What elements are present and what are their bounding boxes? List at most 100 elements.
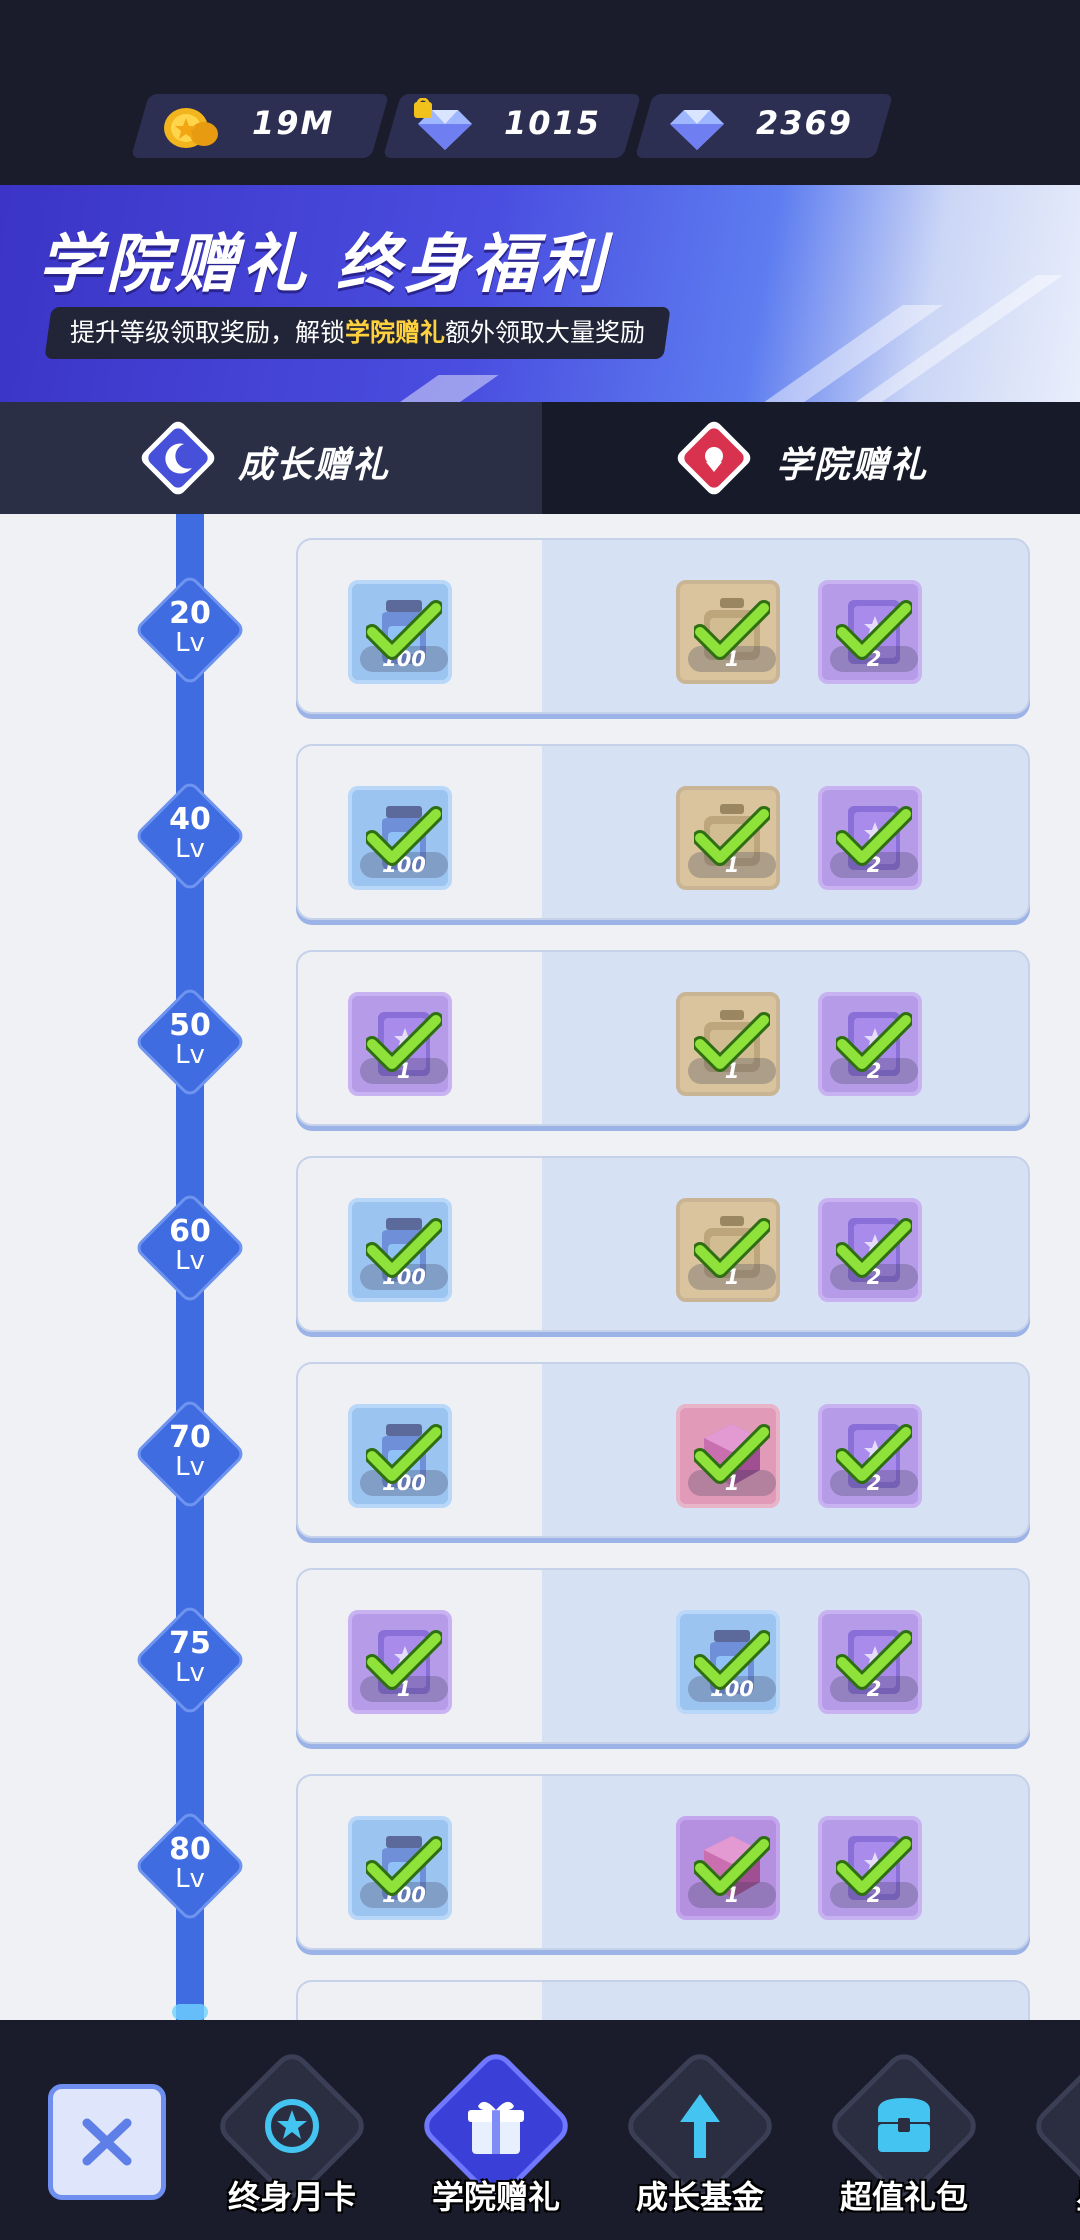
level-unit: Lv — [175, 1246, 205, 1276]
level-number: 50 — [169, 1008, 211, 1043]
arrow-up-icon — [680, 2094, 720, 2158]
reward-item-book[interactable]: 2 — [818, 1610, 922, 1714]
nav-item[interactable]: 星簇 — [1010, 2046, 1080, 2230]
currency-gold[interactable]: 19M — [130, 94, 390, 158]
level-unit: Lv — [175, 1452, 205, 1482]
reward-item-potion[interactable]: 100 — [348, 1198, 452, 1302]
banner-title: 学院赠礼 终身福利 — [38, 228, 609, 302]
close-icon — [82, 2118, 132, 2166]
reward-item-book[interactable]: 2 — [818, 1198, 922, 1302]
gift-tabs: 成长赠礼 学院赠礼 — [0, 402, 1080, 514]
nav-item-label: 超值礼包 — [839, 2178, 968, 2216]
reward-item-chest[interactable]: 1 — [676, 580, 780, 684]
level-unit: Lv — [175, 1658, 205, 1688]
reward-item-chest[interactable]: 1 — [676, 992, 780, 1096]
check-icon — [366, 1012, 442, 1072]
check-icon — [366, 600, 442, 660]
banner-subtitle-text: 提升等级领取奖励，解锁 — [70, 318, 346, 347]
reward-item-book[interactable]: 2 — [818, 1816, 922, 1920]
check-icon — [836, 1424, 912, 1484]
check-icon — [694, 600, 770, 660]
reward-item-book[interactable]: 1 — [348, 992, 452, 1096]
level-unit: Lv — [175, 1040, 205, 1070]
check-icon — [694, 1012, 770, 1072]
nav-item[interactable]: 学院赠礼 — [398, 2046, 588, 2230]
reward-item-book[interactable]: 2 — [818, 992, 922, 1096]
banner-decoration — [381, 375, 499, 402]
currency-bar: 19M 1015 236 — [0, 0, 1080, 185]
nav-item[interactable]: 超值礼包 — [806, 2046, 996, 2230]
level-number: 60 — [169, 1214, 211, 1249]
reward-item-cube[interactable]: 1 — [676, 1816, 780, 1920]
check-icon — [836, 1012, 912, 1072]
check-icon — [694, 1424, 770, 1484]
check-icon — [694, 806, 770, 866]
reward-row-partial — [0, 1962, 1080, 2020]
moon-icon — [141, 421, 215, 495]
tab-academy-gift[interactable]: 学院赠礼 — [542, 402, 1080, 514]
check-icon — [836, 1836, 912, 1896]
check-icon — [694, 1218, 770, 1278]
check-icon — [836, 1218, 912, 1278]
reward-item-potion[interactable]: 100 — [348, 1816, 452, 1920]
tab-growth-gift[interactable]: 成长赠礼 — [0, 402, 542, 514]
check-icon — [366, 1218, 442, 1278]
level-number: 40 — [169, 802, 211, 837]
reward-item-potion[interactable]: 100 — [348, 580, 452, 684]
banner-subtitle-text-end: 额外领取大量奖励 — [445, 318, 646, 347]
star-badge-icon — [265, 2099, 319, 2153]
nav-item[interactable]: 成长基金 — [602, 2046, 792, 2230]
tab-growth-label: 成长赠礼 — [238, 445, 391, 486]
check-icon — [366, 1836, 442, 1896]
gold-coin-icon — [164, 108, 218, 148]
nav-item[interactable]: 终身月卡 — [194, 2046, 384, 2230]
level-number: 75 — [169, 1626, 211, 1661]
reward-item-cube[interactable]: 1 — [676, 1404, 780, 1508]
reward-item-chest[interactable]: 1 — [676, 1198, 780, 1302]
reward-item-chest[interactable]: 1 — [676, 786, 780, 890]
check-icon — [694, 1836, 770, 1896]
check-icon — [836, 600, 912, 660]
check-icon — [836, 806, 912, 866]
reward-item-book[interactable]: 2 — [818, 786, 922, 890]
level-number: 70 — [169, 1420, 211, 1455]
reward-item-book[interactable]: 2 — [818, 580, 922, 684]
reward-item-book[interactable]: 2 — [818, 1404, 922, 1508]
level-track-progress — [172, 2004, 208, 2020]
currency-diamond[interactable]: 2369 — [634, 94, 894, 158]
star-cluster-icon — [1070, 2088, 1080, 2164]
level-unit: Lv — [175, 628, 205, 658]
reward-item-potion[interactable]: 100 — [676, 1610, 780, 1714]
reward-item-book[interactable]: 1 — [348, 1610, 452, 1714]
check-icon — [836, 1630, 912, 1690]
banner-subtitle-highlight: 学院赠礼 — [345, 318, 446, 347]
level-unit: Lv — [175, 1864, 205, 1894]
close-button[interactable] — [48, 2084, 166, 2200]
reward-card: 1 100 2 — [296, 1568, 1030, 1744]
tab-academy-label: 学院赠礼 — [776, 445, 929, 486]
currency-diamond-value: 2369 — [756, 104, 854, 142]
diamond-icon — [670, 110, 724, 150]
currency-locked-diamond[interactable]: 1015 — [382, 94, 642, 158]
check-icon — [366, 1630, 442, 1690]
reward-item-potion[interactable]: 100 — [348, 1404, 452, 1508]
promo-banner: 学院赠礼 终身福利 提升等级领取奖励，解锁学院赠礼额外领取大量奖励 — [0, 185, 1080, 402]
check-icon — [366, 1424, 442, 1484]
reward-item-potion[interactable]: 100 — [348, 786, 452, 890]
